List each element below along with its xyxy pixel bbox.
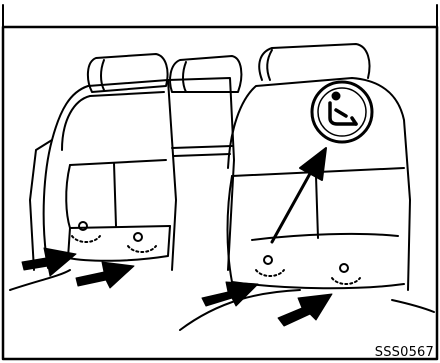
right-headrest bbox=[259, 44, 369, 80]
border bbox=[3, 27, 437, 359]
anchor-point-4 bbox=[340, 264, 348, 272]
arrow-icon-2 bbox=[76, 262, 134, 288]
child-seat-anchor-icon bbox=[312, 82, 372, 142]
center-seatback bbox=[168, 56, 241, 270]
anchor-point-1 bbox=[79, 222, 87, 230]
left-headrest bbox=[88, 54, 168, 92]
anchor-point-2 bbox=[134, 233, 142, 241]
figure-code: SSS0567 bbox=[375, 345, 434, 360]
right-seatback bbox=[10, 44, 434, 330]
left-seatback bbox=[30, 54, 176, 270]
arrow-icon-4 bbox=[278, 294, 332, 326]
anchor-point-3 bbox=[264, 256, 272, 264]
